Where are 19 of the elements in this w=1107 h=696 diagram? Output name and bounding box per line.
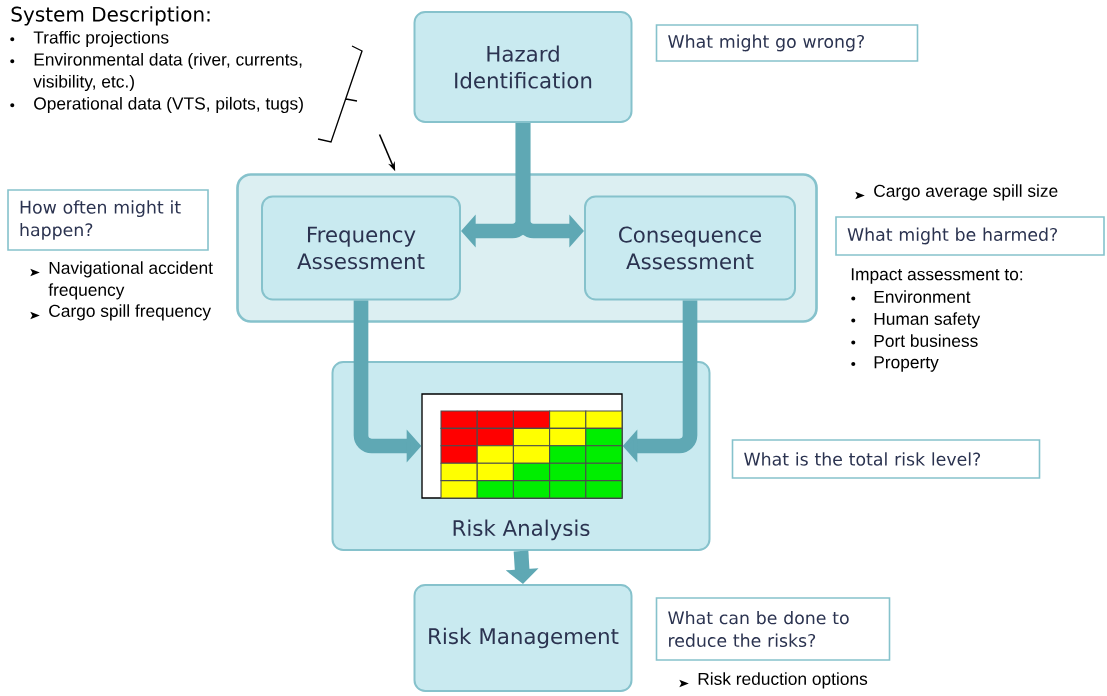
bullet-item: Cargo average spill size bbox=[855, 184, 1058, 201]
description-text: System Description: Traffic projections Environmental data (river, currents, visibility, etc.) Operational data (VTS, pilots, tugs) bbox=[10, 6, 303, 114]
bullet-item: Port business bbox=[851, 334, 978, 347]
bullet-item: Property bbox=[851, 356, 939, 372]
bullet-item: Cargo spill frequency bbox=[30, 304, 211, 321]
bullet-item: Risk reduction options bbox=[679, 672, 868, 689]
process-box: Consequence Assessment bbox=[584, 195, 796, 301]
question-box: What is the total risk level? bbox=[731, 439, 1041, 479]
process-box: Hazard Identification bbox=[413, 11, 633, 123]
bullet-item: Human safety bbox=[851, 312, 981, 329]
question-box: What can be done to reduce the risks? bbox=[655, 597, 891, 661]
question-box: What might be harmed? bbox=[835, 216, 1105, 256]
question-box: How often might it happen? bbox=[7, 189, 209, 251]
question-box: What might go wrong? bbox=[655, 24, 919, 62]
risk-matrix-drawing bbox=[421, 393, 623, 499]
bullet-item: Environment bbox=[851, 290, 971, 303]
process-box: Frequency Assessment bbox=[261, 195, 461, 301]
process-box: Risk Management bbox=[413, 584, 633, 692]
bullet-item: Navigational accident frequency bbox=[30, 261, 213, 300]
